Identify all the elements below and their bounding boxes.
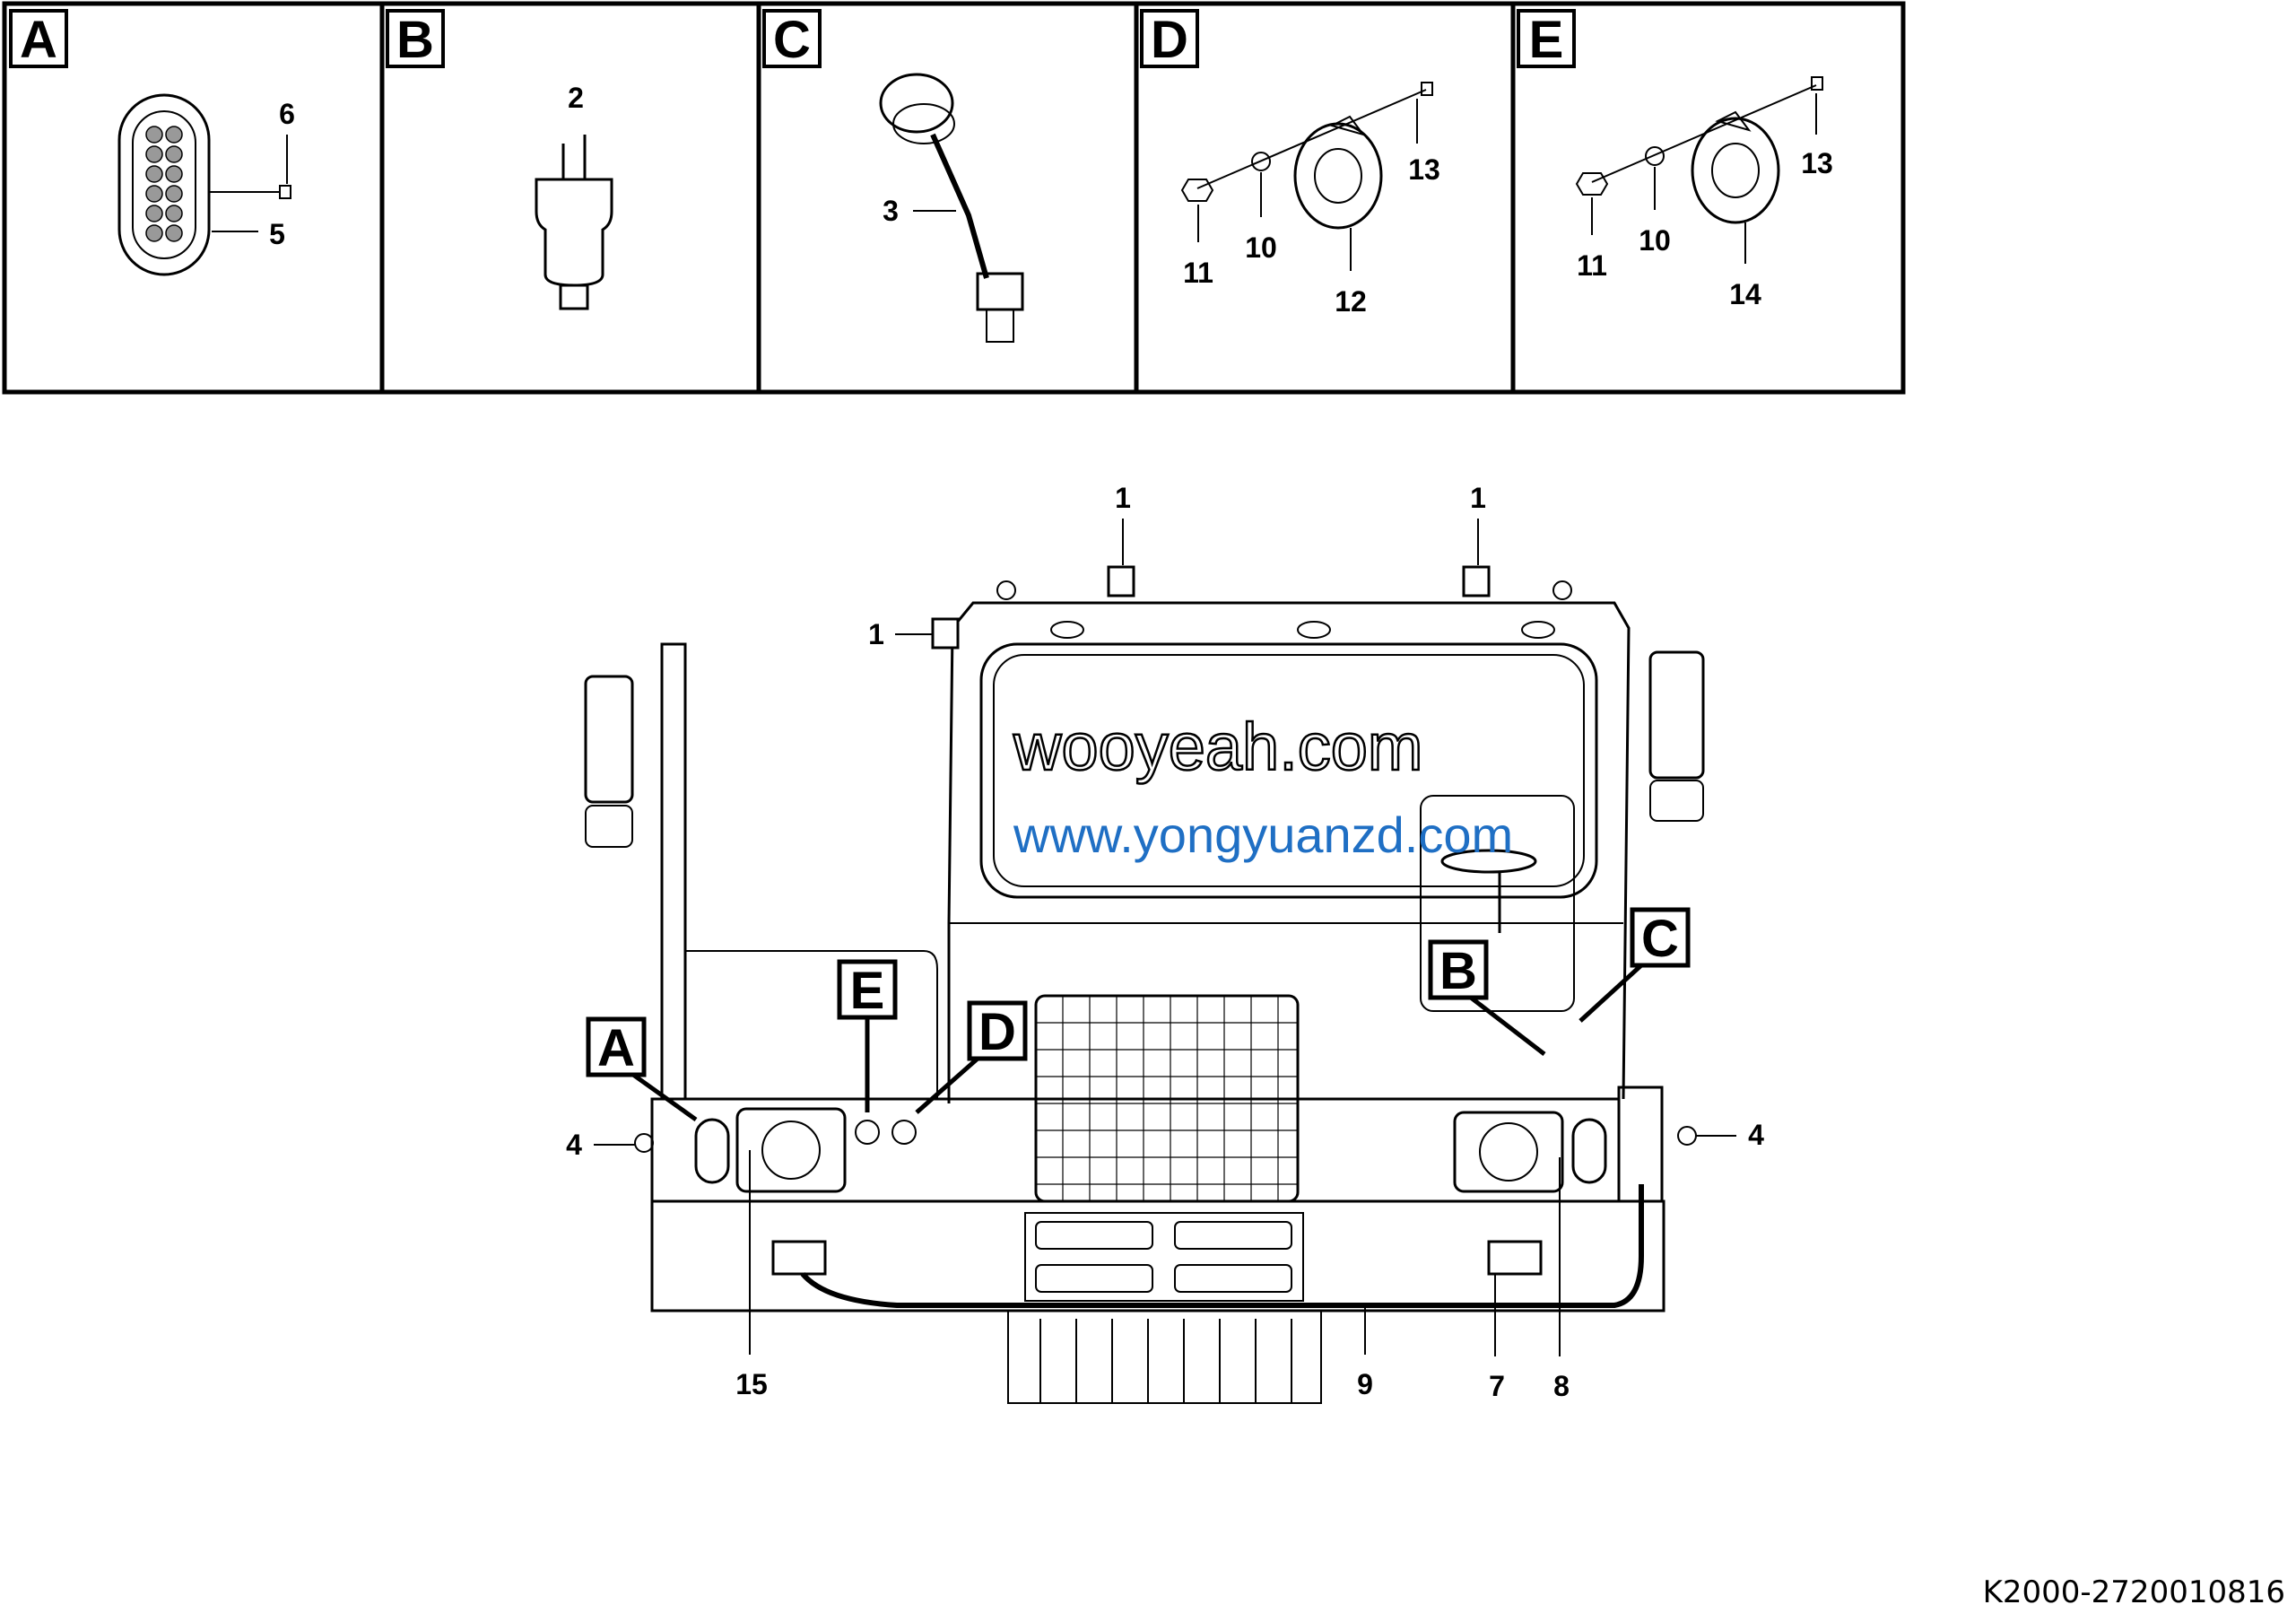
bulb-cable-icon: [879, 73, 1024, 343]
sensor-icon: [535, 135, 613, 310]
watermark-outline: wooyeah.com: [1013, 710, 1423, 784]
figure-code: K2000-2720010816: [1983, 1574, 2285, 1610]
detail-panels: A B C D E 6 5: [2, 1, 1906, 395]
oval-lamp-right: [1571, 1118, 1607, 1184]
radiator-grille: [1034, 994, 1300, 1203]
horn-icon: [1575, 76, 1823, 224]
work-light-icon: [931, 617, 960, 650]
panel-c-label: C: [762, 9, 822, 69]
svg-text:B: B: [396, 11, 434, 69]
detail-ref-c: C: [1641, 910, 1679, 968]
callout-8: 8: [1553, 1370, 1570, 1402]
oval-lamp-left: [694, 1118, 730, 1184]
callout-12: 12: [1335, 285, 1367, 318]
step-ladder: [1007, 1310, 1322, 1404]
callout-10: 10: [1639, 224, 1671, 257]
horn-d: [891, 1120, 917, 1145]
callout-2: 2: [568, 82, 584, 114]
panel-b-label: B: [386, 9, 445, 69]
truck-front-view: [584, 565, 1705, 1404]
svg-text:A: A: [20, 11, 57, 69]
oval-lamp-icon: [117, 93, 211, 276]
callout-1: 1: [1115, 482, 1131, 514]
callout-11: 11: [1577, 249, 1607, 282]
callout-6: 6: [279, 98, 295, 130]
callout-14: 14: [1729, 278, 1761, 310]
side-marker-left: [634, 1133, 654, 1153]
head-lamp-left: [735, 1107, 847, 1193]
panel-e-label: E: [1517, 9, 1576, 69]
mirror-right: [1648, 650, 1705, 780]
detail-ref-a: A: [597, 1019, 635, 1077]
detail-ref-b: B: [1439, 942, 1477, 1000]
callout-13: 13: [1801, 147, 1833, 179]
fog-lamp-right: [1487, 1240, 1543, 1276]
fog-lamp-left: [771, 1240, 827, 1276]
svg-text:D: D: [1151, 11, 1188, 69]
detail-ref-e: E: [850, 962, 885, 1020]
horn-e: [855, 1120, 880, 1145]
callout-9: 9: [1357, 1368, 1373, 1400]
callout-3: 3: [883, 195, 899, 227]
work-light-icon: [1462, 565, 1491, 597]
svg-text:C: C: [773, 11, 811, 69]
horn-icon: [1180, 82, 1433, 230]
mirror-pole: [660, 642, 687, 1101]
callout-1: 1: [1470, 482, 1486, 514]
head-lamp-right: [1453, 1111, 1564, 1193]
callout-11: 11: [1183, 257, 1213, 289]
detail-ref-d: D: [978, 1003, 1016, 1061]
panel-d-label: D: [1140, 9, 1199, 69]
side-marker-right: [1677, 1126, 1697, 1146]
callout-13: 13: [1408, 153, 1440, 186]
main-callouts: 1 1 1 4 4 15 9 7 8 A E D B C: [566, 482, 1764, 1402]
svg-text:E: E: [1529, 11, 1564, 69]
panel-a-label: A: [9, 9, 68, 69]
callout-10: 10: [1245, 231, 1277, 264]
work-light-icon: [1107, 565, 1135, 597]
callout-7: 7: [1489, 1370, 1505, 1402]
bolt-icon: [208, 135, 291, 199]
callout-5: 5: [269, 218, 285, 250]
mirror-left: [584, 675, 634, 804]
callout-4: 4: [1748, 1119, 1764, 1151]
watermark-overlay: www.yongyuanzd.com: [1013, 807, 1513, 863]
callout-1: 1: [868, 618, 884, 650]
callout-15: 15: [735, 1368, 768, 1400]
callout-4: 4: [566, 1129, 582, 1161]
